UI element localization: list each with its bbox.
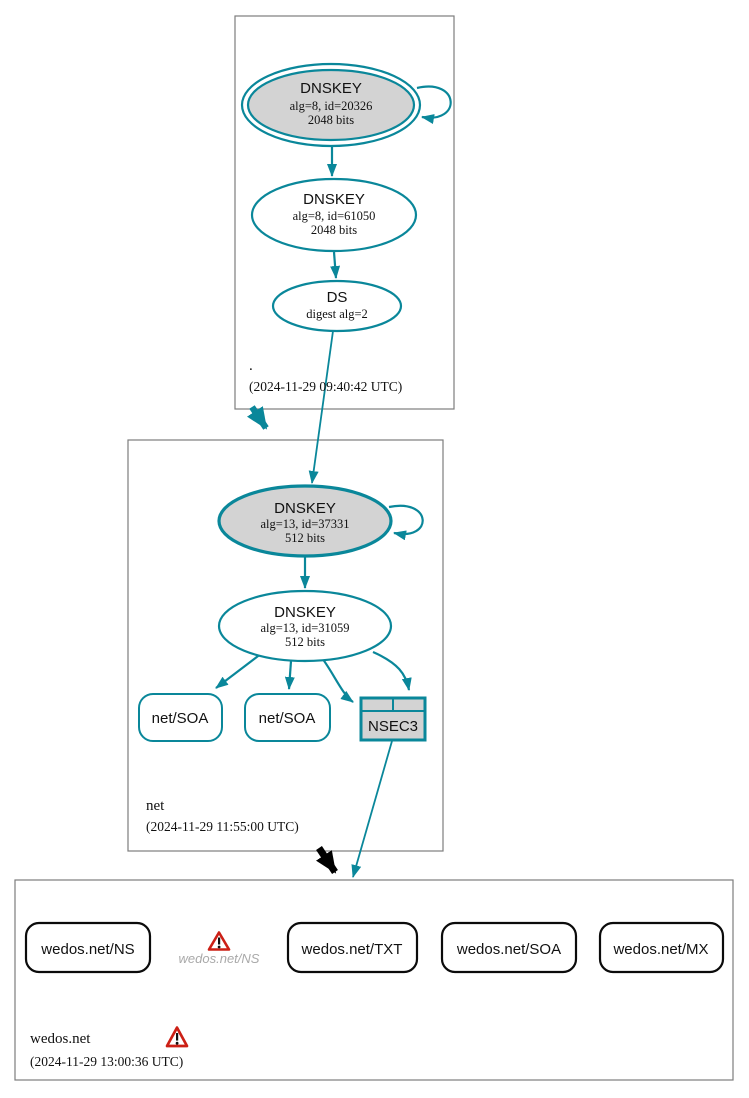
root-zsk-title: DNSKEY	[303, 191, 365, 208]
node-root-zsk-dnskey[interactable]: DNSKEY alg=8, id=61050 2048 bits	[250, 177, 418, 253]
node-wedos-txt[interactable]: wedos.net/TXT	[286, 921, 419, 974]
node-root-ds[interactable]: DS digest alg=2	[271, 279, 403, 333]
root-zsk-bits: 2048 bits	[311, 223, 357, 237]
edge-root-zsk-to-ds	[330, 251, 341, 279]
root-ds-ellipse	[271, 279, 403, 333]
root-ksk-inner-ellipse	[246, 68, 416, 142]
node-wedos-mx[interactable]: wedos.net/MX	[598, 921, 725, 974]
edge-net-zsk-to-soa1	[215, 652, 263, 689]
net-zsk-attr: alg=13, id=31059	[260, 621, 349, 635]
node-wedos-soa[interactable]: wedos.net/SOA	[440, 921, 578, 974]
wedos-txt-rect	[286, 921, 419, 974]
wedos-txt-label: wedos.net/TXT	[301, 941, 403, 958]
wedos-mx-label: wedos.net/MX	[612, 941, 708, 958]
wedos-zone-timestamp: (2024-11-29 13:00:36 UTC)	[30, 1054, 183, 1069]
root-ds-title: DS	[327, 289, 348, 306]
root-ds-attr: digest alg=2	[306, 307, 368, 321]
warning-exclamation-dot	[175, 1041, 179, 1045]
net-ksk-attr: alg=13, id=37331	[260, 517, 349, 531]
node-net-zsk-dnskey[interactable]: DNSKEY alg=13, id=31059 512 bits	[217, 589, 393, 663]
delegation-arrow-root-to-net	[247, 405, 269, 430]
zone-box-wedos-net	[14, 879, 734, 1081]
wedos-ns-rect	[24, 921, 152, 974]
wedos-ns-ghost-label: wedos.net/NS	[179, 951, 260, 966]
node-net-nsec3[interactable]: NSEC3	[359, 696, 427, 742]
root-ksk-bits: 2048 bits	[308, 113, 354, 127]
wedos-soa-rect	[440, 921, 578, 974]
root-zone-label: .	[249, 358, 253, 374]
wedos-soa-label: wedos.net/SOA	[456, 941, 561, 958]
net-zsk-title: DNSKEY	[274, 604, 336, 621]
node-root-ksk-dnskey[interactable]: DNSKEY alg=8, id=20326 2048 bits	[240, 62, 422, 148]
net-nsec3-label: NSEC3	[368, 718, 418, 735]
node-wedos-ns[interactable]: wedos.net/NS	[24, 921, 152, 974]
wedos-ns-ghost-group: wedos.net/NS	[179, 931, 260, 966]
edge-net-ksk-self-sign	[388, 504, 424, 541]
root-zsk-attr: alg=8, id=61050	[293, 209, 376, 223]
edge-net-zsk-to-nsec3-top	[372, 650, 412, 691]
edge-net-nsec3-to-wedos	[351, 740, 393, 878]
net-ksk-ellipse	[217, 484, 393, 558]
net-zsk-ellipse	[217, 589, 393, 663]
node-net-soa-1[interactable]: net/SOA	[138, 693, 223, 742]
warning-icon[interactable]	[165, 1026, 189, 1048]
warning-exclamation-dot	[217, 945, 221, 949]
edge-net-zsk-to-soa2	[284, 660, 295, 690]
root-zsk-ellipse	[250, 177, 418, 253]
net-zone-label: net	[146, 798, 165, 814]
root-zone-timestamp: (2024-11-29 09:40:42 UTC)	[249, 379, 402, 394]
delegation-arrow-net-to-wedos	[316, 846, 338, 874]
warning-icon[interactable]	[207, 931, 231, 951]
wedos-ns-label: wedos.net/NS	[40, 941, 134, 958]
wedos-mx-rect	[598, 921, 725, 974]
root-ksk-attr: alg=8, id=20326	[290, 99, 373, 113]
edge-root-ksk-self-sign	[416, 85, 452, 124]
warning-exclamation-bar	[176, 1033, 179, 1041]
net-ksk-bits: 512 bits	[285, 531, 325, 545]
net-zsk-bits: 512 bits	[285, 635, 325, 649]
wedos-zone-label: wedos.net	[30, 1031, 91, 1047]
node-net-soa-2[interactable]: net/SOA	[244, 693, 331, 742]
net-ksk-title: DNSKEY	[274, 500, 336, 517]
net-soa1-label: net/SOA	[152, 710, 209, 727]
edge-root-ds-to-net-ksk	[308, 330, 334, 484]
net-soa2-label: net/SOA	[259, 710, 316, 727]
node-net-ksk-dnskey[interactable]: DNSKEY alg=13, id=37331 512 bits	[217, 484, 393, 558]
root-ksk-title: DNSKEY	[300, 80, 362, 97]
warning-exclamation-bar	[218, 937, 221, 945]
net-soa1-rect	[138, 693, 223, 742]
net-zone-timestamp: (2024-11-29 11:55:00 UTC)	[146, 819, 299, 834]
net-soa2-rect	[244, 693, 331, 742]
edge-net-zsk-to-nsec3-left	[321, 657, 354, 703]
